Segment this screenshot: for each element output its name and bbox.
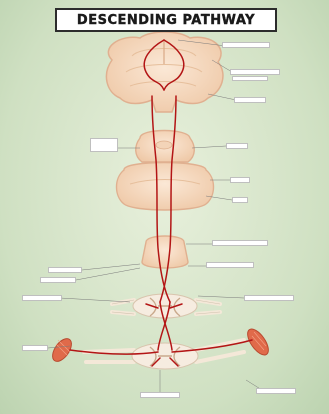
bottom-right-label [256, 388, 296, 394]
spinal-left-label [22, 295, 62, 301]
pons-section [117, 163, 214, 211]
spinal-cord-upper [112, 294, 220, 318]
title-banner: DESCENDING PATHWAY [55, 8, 277, 32]
diagram-title: DESCENDING PATHWAY [77, 13, 255, 28]
medulla-right-label-2 [206, 262, 254, 268]
bottom-center-label [140, 392, 180, 398]
cerebral-cortex [106, 32, 223, 112]
pons-right-label-2 [232, 197, 248, 203]
midbrain-left-label [90, 138, 118, 152]
muscle-left-label [22, 345, 48, 351]
midbrain-right-label [226, 143, 248, 149]
cortex-right-label-2 [232, 76, 268, 81]
pons-right-label-1 [230, 177, 250, 183]
muscle-right [244, 326, 273, 359]
cortex-right-label-1 [230, 69, 280, 75]
medulla-section [142, 236, 188, 268]
spinal-right-label [244, 295, 294, 301]
cortex-right-label-3 [234, 97, 266, 103]
medulla-left-label-1 [48, 267, 82, 273]
top-cortex-label [222, 42, 270, 48]
medulla-right-label [212, 240, 268, 246]
spinal-cord-lower [84, 340, 244, 369]
medulla-left-label-2 [40, 277, 76, 283]
midbrain-section [136, 131, 195, 163]
